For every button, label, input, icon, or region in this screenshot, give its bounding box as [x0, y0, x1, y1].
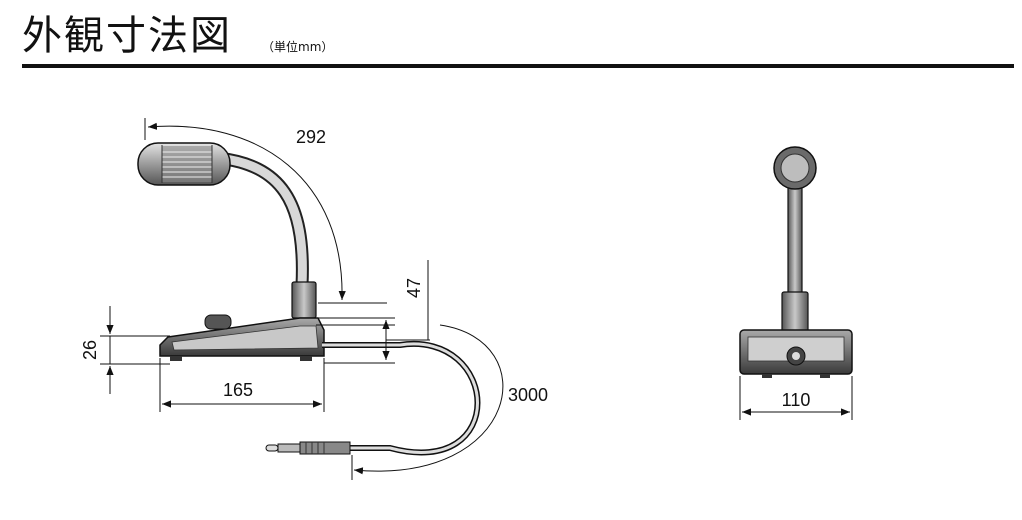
- side-view: 292 47 26 165: [80, 118, 548, 480]
- dimension-label-47: 47: [404, 278, 424, 298]
- header: 外観寸法図 （単位mm）: [22, 8, 1014, 68]
- title-underline: [22, 64, 1014, 68]
- dimension-165: [159, 358, 325, 412]
- dimension-110: [739, 376, 853, 420]
- front-view: 110: [739, 146, 853, 420]
- microphone-head: [137, 142, 231, 186]
- page-title: 外観寸法図: [22, 13, 232, 59]
- dimension-label-110: 110: [782, 390, 811, 410]
- dimension-26: [100, 306, 170, 394]
- dimension-3000: [351, 324, 504, 480]
- unit-note: （単位mm）: [262, 40, 334, 54]
- phone-plug: [265, 441, 351, 455]
- dimension-292: [144, 118, 387, 304]
- dimension-47: [316, 260, 430, 364]
- dimension-label-165: 165: [223, 380, 253, 400]
- dimension-label-26: 26: [80, 340, 100, 360]
- dimension-label-3000: 3000: [508, 385, 548, 405]
- neck-collar: [291, 281, 317, 319]
- dimension-label-292: 292: [296, 127, 326, 147]
- microphone-base: [159, 314, 325, 361]
